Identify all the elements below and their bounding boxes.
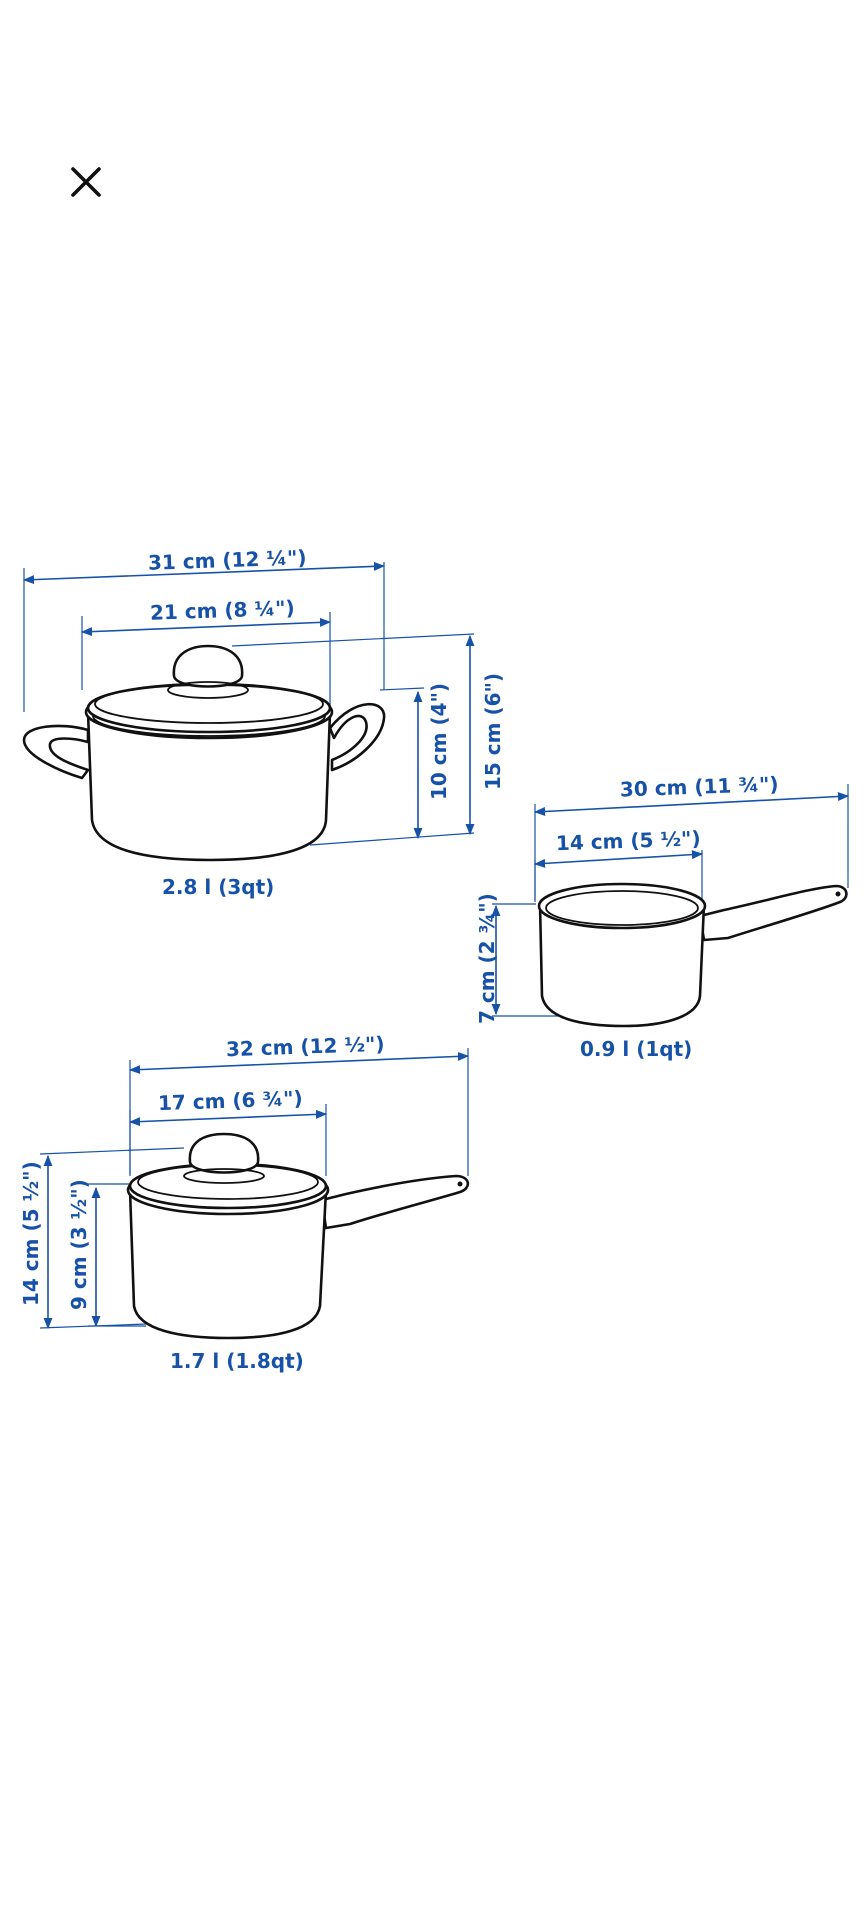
small-saucepan-height-label: 7 cm (2 ¾") [475,893,499,1024]
casserole-volume-label: 2.8 l (3qt) [162,875,274,899]
small-saucepan-rim [537,882,707,930]
casserole-left-handle [22,724,90,780]
saucepan-lid-knob [188,1132,260,1174]
casserole-body [86,710,332,862]
close-icon [71,167,101,197]
small-saucepan-length-line [533,792,850,816]
small-saucepan-body [538,902,706,1028]
casserole-group: 31 cm (12 ¼") 21 cm (8 ¼") 15 cm (6") 10… [22,545,505,899]
saucepan-lid-body [128,1188,328,1340]
small-saucepan-volume-label: 0.9 l (1qt) [580,1037,692,1061]
close-button[interactable] [60,156,112,208]
saucepan-lid-width-line [128,1109,328,1127]
casserole-width-body-line [80,617,332,637]
small-saucepan-group: 30 cm (11 ¾") 14 cm (5 ½") 7 cm (2 ¾") 0… [475,772,850,1061]
saucepan-lid-group: 32 cm (12 ½") 17 cm (6 ¾") 14 cm (5 ½") … [19,1032,470,1373]
saucepan-lid-height-total-label: 14 cm (5 ½") [19,1161,43,1306]
casserole-width-body-label: 21 cm (8 ¼") [150,596,295,625]
casserole-width-handles-line [22,561,386,585]
small-saucepan-handle [698,884,848,942]
casserole-width-handles-label: 31 cm (12 ¼") [148,545,307,575]
saucepan-lid-length-line [128,1051,470,1075]
casserole-lid-knob [172,644,244,688]
casserole-right-handle [328,702,386,772]
saucepan-lid-volume-label: 1.7 l (1.8qt) [170,1349,304,1373]
saucepan-lid-height-body-label: 9 cm (3 ½") [67,1179,91,1310]
saucepan-lid-width-label: 17 cm (6 ¾") [158,1086,303,1115]
saucepan-lid-length-label: 32 cm (12 ½") [226,1032,385,1062]
casserole-height-body-label: 10 cm (4") [427,683,451,800]
saucepan-lid-handle [320,1174,470,1230]
casserole-height-total-label: 15 cm (6") [481,673,505,790]
small-saucepan-length-label: 30 cm (11 ¾") [620,772,779,802]
small-saucepan-width-label: 14 cm (5 ½") [556,826,701,855]
small-saucepan-width-line [533,850,704,868]
